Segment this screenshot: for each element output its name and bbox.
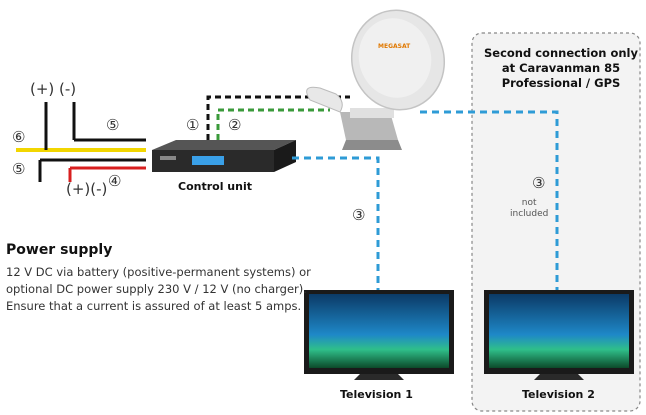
power-wires bbox=[16, 102, 146, 182]
not-included-label: not included bbox=[510, 198, 549, 219]
wire-number-4: ④ bbox=[108, 172, 122, 190]
television-1-label: Television 1 bbox=[340, 388, 413, 401]
cable-blue-tv1 bbox=[292, 156, 380, 290]
television-1-device bbox=[304, 290, 454, 380]
wire-number-6: ⑥ bbox=[12, 128, 26, 146]
antenna-brand: MEGASAT bbox=[378, 43, 411, 50]
wire-number-5-bottom: ⑤ bbox=[12, 160, 26, 178]
satellite-antenna: MEGASAT bbox=[306, 9, 446, 150]
polarity-bottom-label: (+)(-) bbox=[66, 180, 108, 198]
television-2-label: Television 2 bbox=[522, 388, 595, 401]
cable-number-1: ① bbox=[186, 116, 200, 134]
cable-number-2: ② bbox=[228, 116, 242, 134]
cable-green bbox=[216, 108, 330, 140]
wire-number-5-top: ⑤ bbox=[106, 116, 120, 134]
power-supply-title: Power supply bbox=[6, 242, 113, 258]
control-unit-device bbox=[152, 140, 296, 172]
cable-black bbox=[206, 95, 350, 140]
control-unit-label: Control unit bbox=[178, 180, 252, 193]
power-supply-description: 12 V DC via battery (positive-permanent … bbox=[6, 265, 311, 313]
cable-blue-tv2 bbox=[420, 110, 559, 290]
cable-number-3-tv1: ③ bbox=[352, 206, 366, 224]
television-2-device bbox=[484, 290, 634, 380]
cable-number-3-tv2: ③ bbox=[532, 174, 546, 192]
polarity-top-label: (+) (-) bbox=[30, 80, 77, 98]
second-connection-title: Second connection only at Caravanman 85 … bbox=[484, 46, 638, 90]
